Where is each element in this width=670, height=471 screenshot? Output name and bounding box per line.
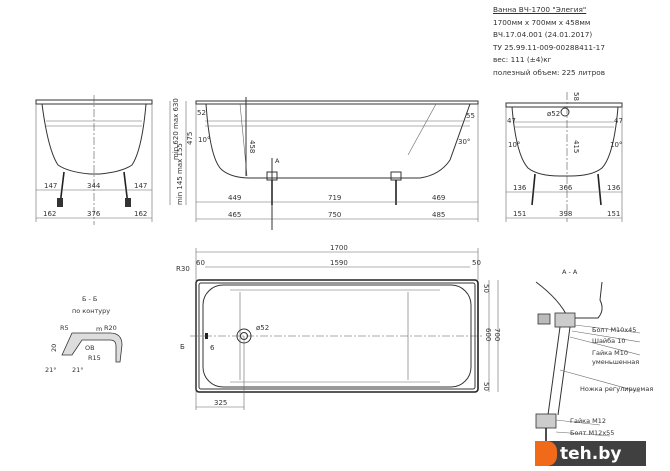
height-depth: 475 — [186, 132, 194, 145]
plan-drain: ø52 — [256, 324, 269, 332]
end-angle-left: 10° — [508, 141, 520, 149]
section-bb: Б - Б по контуру R5 R20 ОВ R15 m 20 21° … — [45, 295, 123, 374]
section-aa-title: А - А — [562, 268, 578, 276]
end-dim-366: 366 — [559, 184, 573, 192]
logo-text: teh.by — [560, 443, 622, 464]
front-dim-left: 147 — [44, 182, 57, 190]
end-dim-151b: 151 — [607, 210, 620, 218]
side-dim-719: 719 — [328, 194, 341, 202]
section-aa: А - А Болт М10х45 Шайба 10 Гайка М10 уме… — [535, 268, 653, 446]
end-drain: ø52 — [547, 110, 560, 118]
bb-m: m — [96, 325, 102, 333]
end-angle-right: 10° — [610, 141, 622, 149]
side-rim-right: 55 — [466, 112, 475, 120]
plan-width: 700 — [493, 328, 501, 341]
plan-right-offset: 50 — [472, 259, 481, 267]
side-dim-449: 449 — [228, 194, 241, 202]
side-dim-750: 750 — [328, 211, 341, 219]
height-legs: min 145 max 155 — [176, 143, 184, 205]
spec-volume: полезный объем: 225 литров — [493, 67, 606, 77]
bb-r20: R20 — [104, 324, 117, 332]
end-dim-136b: 136 — [607, 184, 621, 192]
side-dim-465: 465 — [228, 211, 241, 219]
aa-callout-nut-reduced: уменьшенная — [592, 358, 639, 366]
plan-inner-width: 600 — [484, 328, 492, 341]
aa-callout-bolt-m12: Болт М12х55 — [570, 429, 614, 437]
height-total: min 620 max 630 — [172, 98, 180, 160]
front-dim-right: 147 — [134, 182, 147, 190]
spec-weight: вес: 111 (±4)кг — [493, 55, 552, 65]
plan-drain-pos: 325 — [214, 399, 227, 407]
plan-bottom-offset: 50 — [482, 382, 490, 391]
end-top-dim: 58 — [572, 92, 580, 101]
end-dim-151a: 151 — [513, 210, 526, 218]
plan-left-offset: 60 — [196, 259, 205, 267]
plan-radius: R30 — [176, 265, 190, 273]
side-dim-485: 485 — [432, 211, 445, 219]
end-depth: 415 — [572, 140, 580, 153]
plan-section-mark: Б — [180, 343, 185, 351]
front-dim-bm: 376 — [87, 210, 101, 218]
aa-callout-bolt-m10: Болт М10х45 — [592, 326, 636, 334]
front-end-view: 147 344 147 162 376 162 — [35, 95, 153, 225]
section-bb-title: Б - Б — [82, 295, 97, 303]
section-bb-subtitle: по контуру — [72, 307, 110, 315]
bb-angle2: 21° — [72, 366, 84, 374]
spec-size: 1700мм x 700мм x 458мм — [493, 17, 591, 27]
plan-inner-length: 1590 — [330, 259, 348, 267]
end-rim-left: 47 — [507, 117, 516, 125]
plan-top-offset: 50 — [482, 284, 490, 293]
bb-w: ОВ — [85, 344, 95, 352]
front-dim-mid: 344 — [87, 182, 101, 190]
side-angle-right: 30° — [458, 138, 470, 146]
spec-code: ВЧ.17.04.001 (24.01.2017) — [493, 30, 593, 40]
spec-title: Ванна ВЧ-1700 "Элегия" — [493, 5, 587, 14]
height-dimensions: min 620 max 630 475 min 145 max 155 — [169, 98, 194, 205]
spec-block: Ванна ВЧ-1700 "Элегия" 1700мм x 700мм x … — [493, 4, 605, 80]
aa-callout-nut-m12: Гайка М12 — [570, 417, 606, 425]
plan-length: 1700 — [330, 244, 348, 252]
end-dim-136a: 136 — [513, 184, 527, 192]
bb-thickness: 20 — [50, 344, 58, 352]
side-angle-left: 10° — [198, 136, 210, 144]
end-rim-right: 47 — [614, 117, 623, 125]
aa-callout-washer: Шайба 10 — [592, 337, 626, 345]
front-dim-bl: 162 — [43, 210, 56, 218]
plan-overflow: 6 — [210, 344, 215, 352]
bb-r5: R5 — [60, 324, 69, 332]
side-dim-469: 469 — [432, 194, 445, 202]
plan-view: 1700 1590 R30 60 50 50 50 600 700 325 ø5… — [176, 244, 501, 410]
bb-angle1: 21° — [45, 366, 57, 374]
end-dim-398: 398 — [559, 210, 572, 218]
side-view: A 52 55 458 10° 30° 449 719 469 465 750 … — [195, 97, 479, 230]
end-view: 58 ø52 47 47 10° 10° 415 136 366 136 151… — [505, 92, 623, 222]
logo: teh.by — [535, 441, 646, 466]
aa-callout-leg: Ножка регулируемая — [580, 385, 653, 393]
logo-mark — [535, 441, 557, 466]
front-dim-br: 162 — [134, 210, 147, 218]
side-drain-depth: 458 — [248, 140, 256, 153]
aa-callout-nut-m10: Гайка М10 — [592, 349, 628, 357]
side-rim-left: 52 — [197, 109, 206, 117]
side-section-mark: A — [275, 157, 280, 165]
spec-tu: ТУ 25.99.11-009-00288411-17 — [493, 42, 605, 52]
bb-r15: R15 — [88, 354, 101, 362]
